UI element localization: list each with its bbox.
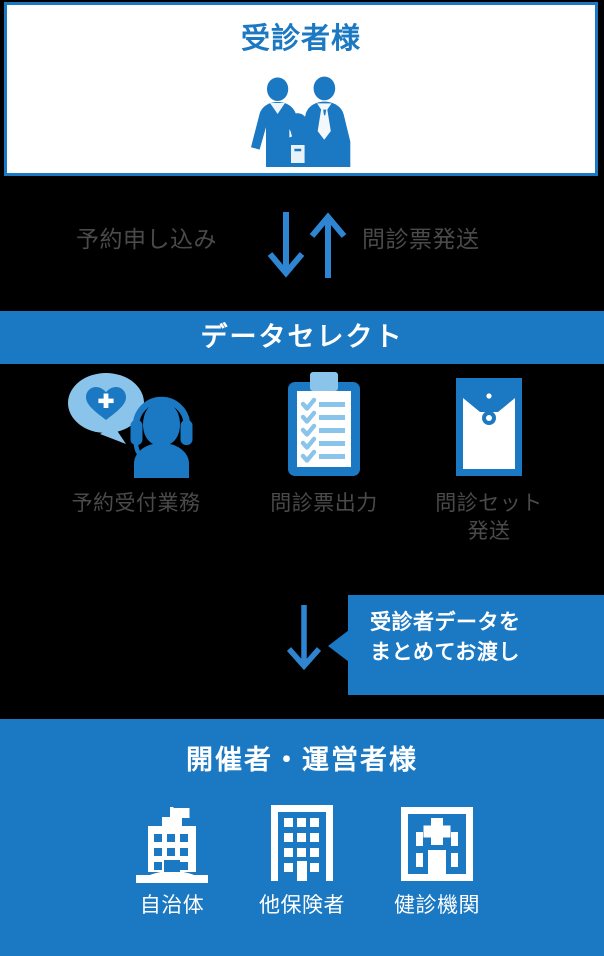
organiser-item-medical-institution: 健診機関 (372, 803, 502, 916)
bidirectional-arrows (265, 210, 355, 285)
organiser-item-other-insurer: 他保険者 (237, 803, 367, 916)
arrow-up-icon (309, 212, 347, 278)
flow-band: 予約申し込み 問診票発送 (0, 178, 604, 310)
callout-line-1: 受診者データを (370, 611, 521, 634)
arrow-down-icon (281, 603, 327, 676)
patient-card: 受診者様 (4, 2, 598, 176)
arrow-down-icon (267, 212, 305, 278)
service-label-questionnaire-output: 問診票出力 (270, 492, 378, 515)
section-banner-title: データセレクト (200, 322, 404, 352)
service-item-questionnaire-output: 問診票出力 (246, 368, 402, 518)
service-label-line2: 発送 (467, 520, 511, 544)
service-label-line1: 問診セット (435, 492, 543, 515)
patient-card-title: 受診者様 (240, 23, 361, 55)
organisers-title: 開催者・運営者様 (186, 745, 418, 775)
services-row: 予約受付業務 (0, 368, 604, 578)
organisers-section: 開催者・運営者様 (0, 719, 604, 956)
organiser-label-other-insurer: 他保険者 (259, 894, 345, 917)
organiser-item-municipality: 自治体 (107, 803, 237, 916)
service-label-questionnaire-set: 問診セット 発送 (408, 490, 570, 547)
family-icon (237, 75, 365, 172)
service-item-questionnaire-set: 問診セット 発送 (408, 368, 570, 547)
section-banner: データセレクト (0, 311, 604, 364)
envelope-icon (408, 368, 570, 478)
service-item-reservation: 予約受付業務 (36, 368, 236, 518)
headset-operator-icon (36, 368, 236, 478)
flow-label-questionnaire: 問診票発送 (362, 226, 480, 252)
clipboard-checklist-icon (246, 368, 402, 478)
callout-tail (328, 630, 349, 662)
city-hall-icon (107, 803, 237, 883)
callout-line-2: まとめてお渡し (370, 640, 520, 664)
organiser-label-medical-institution: 健診機関 (394, 894, 480, 917)
handoff-callout: 受診者データを まとめてお渡し (348, 595, 604, 695)
hospital-icon (372, 803, 502, 883)
office-building-icon (237, 803, 367, 883)
handoff-row: 受診者データを まとめてお渡し (0, 578, 604, 719)
flow-label-request: 予約申し込み (76, 226, 217, 252)
organiser-label-municipality: 自治体 (139, 894, 205, 917)
service-label-reservation: 予約受付業務 (71, 492, 201, 515)
